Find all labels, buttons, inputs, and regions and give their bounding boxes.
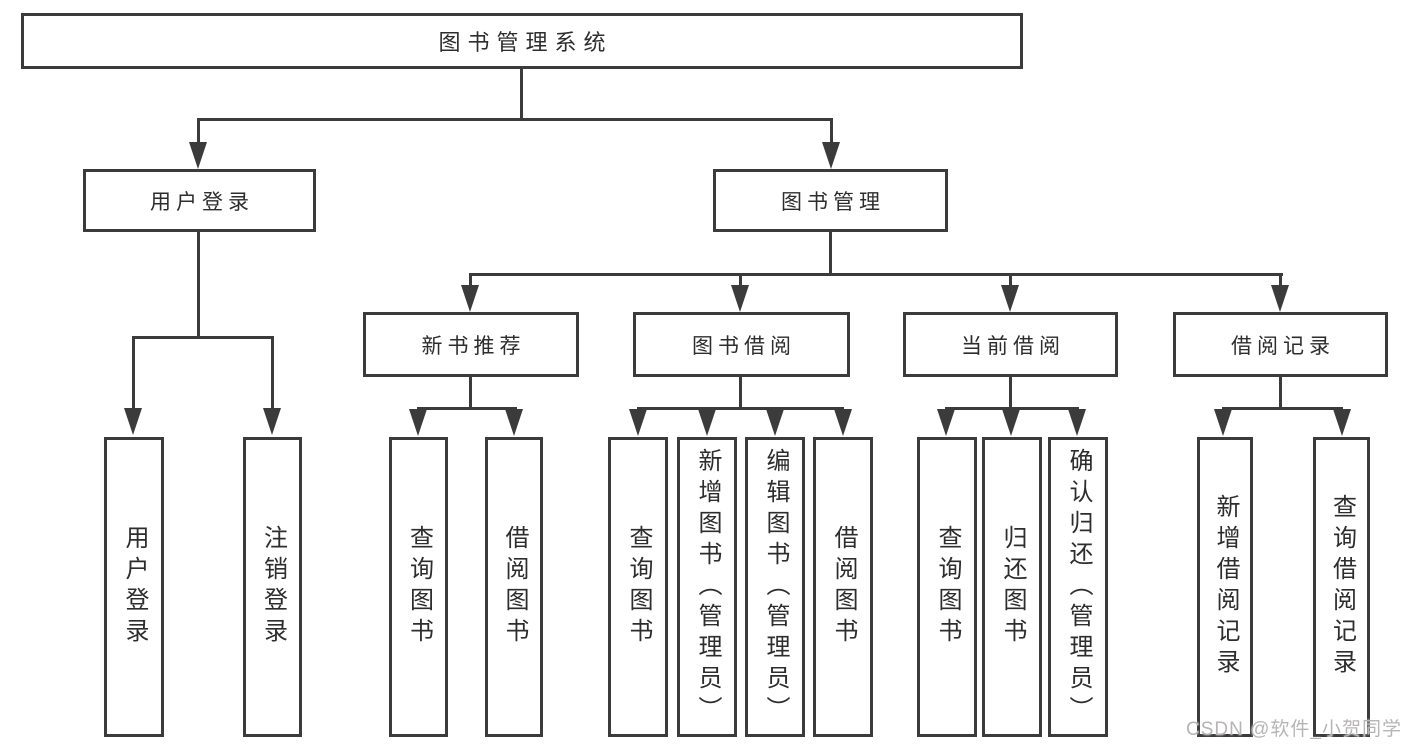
node-book-management-label: 图书管理 xyxy=(781,190,885,214)
connector-borrow-records-stem xyxy=(1279,377,1282,410)
arrow-to-current-borrow xyxy=(1001,285,1019,312)
leaf-current-return-books-label: 归还图书 xyxy=(999,525,1026,649)
leaf-current-confirm-return-admin: 确认归还（管理员） xyxy=(1048,437,1108,737)
leaf-logout: 注销登录 xyxy=(243,437,302,737)
leaf-borrow-query-books-label: 查询图书 xyxy=(625,525,652,649)
leaf-newrec-borrow-books-label: 借阅图书 xyxy=(501,525,528,649)
leaf-user-login: 用户登录 xyxy=(104,437,164,737)
connector-book-management-stem xyxy=(829,232,832,276)
connector-to-current-borrow xyxy=(1009,273,1012,288)
node-user-login: 用户登录 xyxy=(83,169,316,232)
arrow-to-user-login xyxy=(189,142,207,169)
connector-to-new-book xyxy=(469,273,472,288)
connector-current-borrow-split xyxy=(945,407,1079,410)
node-root: 图书管理系统 xyxy=(21,13,1023,69)
connector-root-split xyxy=(197,118,833,121)
connector-book-management-split xyxy=(469,273,1283,276)
arrow-book-borrow-child-1 xyxy=(629,409,647,436)
node-borrow-records: 借阅记录 xyxy=(1173,312,1388,377)
leaf-newrec-query-books-label: 查询图书 xyxy=(405,525,433,649)
arrow-new-book-child-1 xyxy=(409,409,427,436)
connector-root-to-book-management xyxy=(830,118,833,145)
node-borrow-records-label: 借阅记录 xyxy=(1231,334,1335,358)
connector-user-login-stem xyxy=(197,232,200,339)
arrow-to-borrow-records xyxy=(1271,285,1289,312)
connector-book-borrow-split xyxy=(637,407,844,410)
connector-book-borrow-stem xyxy=(739,377,742,410)
connector-new-book-split xyxy=(417,407,517,410)
leaf-user-login-label: 用户登录 xyxy=(121,525,148,649)
connector-root-stem xyxy=(520,69,523,118)
leaf-current-query-books-label: 查询图书 xyxy=(934,525,961,649)
node-new-book-recommend: 新书推荐 xyxy=(363,312,579,377)
leaf-newrec-borrow-books: 借阅图书 xyxy=(485,437,543,737)
arrow-to-new-book xyxy=(461,285,479,312)
connector-to-leaf-logout xyxy=(271,336,274,410)
arrow-book-borrow-child-3 xyxy=(766,409,784,436)
arrow-to-leaf-login xyxy=(124,408,142,435)
leaf-logout-label: 注销登录 xyxy=(259,525,287,649)
connector-current-borrow-stem xyxy=(1009,377,1012,410)
node-book-management: 图书管理 xyxy=(713,169,948,232)
node-current-borrow: 当前借阅 xyxy=(903,312,1118,377)
leaf-borrow-borrow-books-label: 借阅图书 xyxy=(830,525,857,649)
arrow-current-borrow-child-2 xyxy=(1002,409,1020,436)
leaf-borrow-query-books: 查询图书 xyxy=(608,437,668,737)
csdn-watermark: CSDN @软件_小贺同学 xyxy=(1186,719,1402,740)
connector-user-login-split xyxy=(132,336,274,339)
node-book-borrow-label: 图书借阅 xyxy=(692,334,796,358)
leaf-current-confirm-return-admin-label: 确认归还（管理员） xyxy=(1065,447,1092,727)
node-current-borrow-label: 当前借阅 xyxy=(961,334,1065,358)
arrow-book-borrow-child-2 xyxy=(698,409,716,436)
arrow-current-borrow-child-3 xyxy=(1068,409,1086,436)
leaf-borrow-add-books-admin: 新增图书（管理员） xyxy=(677,437,737,737)
leaf-records-add-record: 新增借阅记录 xyxy=(1197,437,1253,737)
connector-to-leaf-login xyxy=(132,336,135,410)
leaf-current-query-books: 查询图书 xyxy=(917,437,977,737)
node-user-login-label: 用户登录 xyxy=(150,190,254,214)
connector-to-book-borrow xyxy=(739,273,742,288)
arrow-book-borrow-child-4 xyxy=(834,409,852,436)
arrow-borrow-records-child-2 xyxy=(1333,409,1351,436)
connector-to-borrow-records xyxy=(1279,273,1282,288)
leaf-borrow-borrow-books: 借阅图书 xyxy=(813,437,873,737)
leaf-records-add-record-label: 新增借阅记录 xyxy=(1212,494,1239,680)
arrow-new-book-child-2 xyxy=(505,409,523,436)
leaf-borrow-edit-books-admin-label: 编辑图书（管理员） xyxy=(762,447,789,727)
node-root-label: 图书管理系统 xyxy=(438,30,613,55)
connector-new-book-stem xyxy=(469,377,472,410)
arrow-current-borrow-child-1 xyxy=(937,409,955,436)
leaf-newrec-query-books: 查询图书 xyxy=(389,437,448,737)
leaf-records-query-record-label: 查询借阅记录 xyxy=(1328,494,1356,680)
connector-root-to-user-login xyxy=(197,118,200,145)
leaf-records-query-record: 查询借阅记录 xyxy=(1313,437,1370,737)
arrow-to-book-management xyxy=(822,142,840,169)
arrow-borrow-records-child-1 xyxy=(1214,409,1232,436)
node-book-borrow: 图书借阅 xyxy=(633,312,850,377)
leaf-borrow-edit-books-admin: 编辑图书（管理员） xyxy=(745,437,805,737)
leaf-borrow-add-books-admin-label: 新增图书（管理员） xyxy=(694,447,721,727)
arrow-to-book-borrow xyxy=(731,285,749,312)
leaf-current-return-books: 归还图书 xyxy=(982,437,1042,737)
node-new-book-recommend-label: 新书推荐 xyxy=(421,334,526,358)
connector-borrow-records-split xyxy=(1222,407,1343,410)
arrow-to-leaf-logout xyxy=(263,408,281,435)
